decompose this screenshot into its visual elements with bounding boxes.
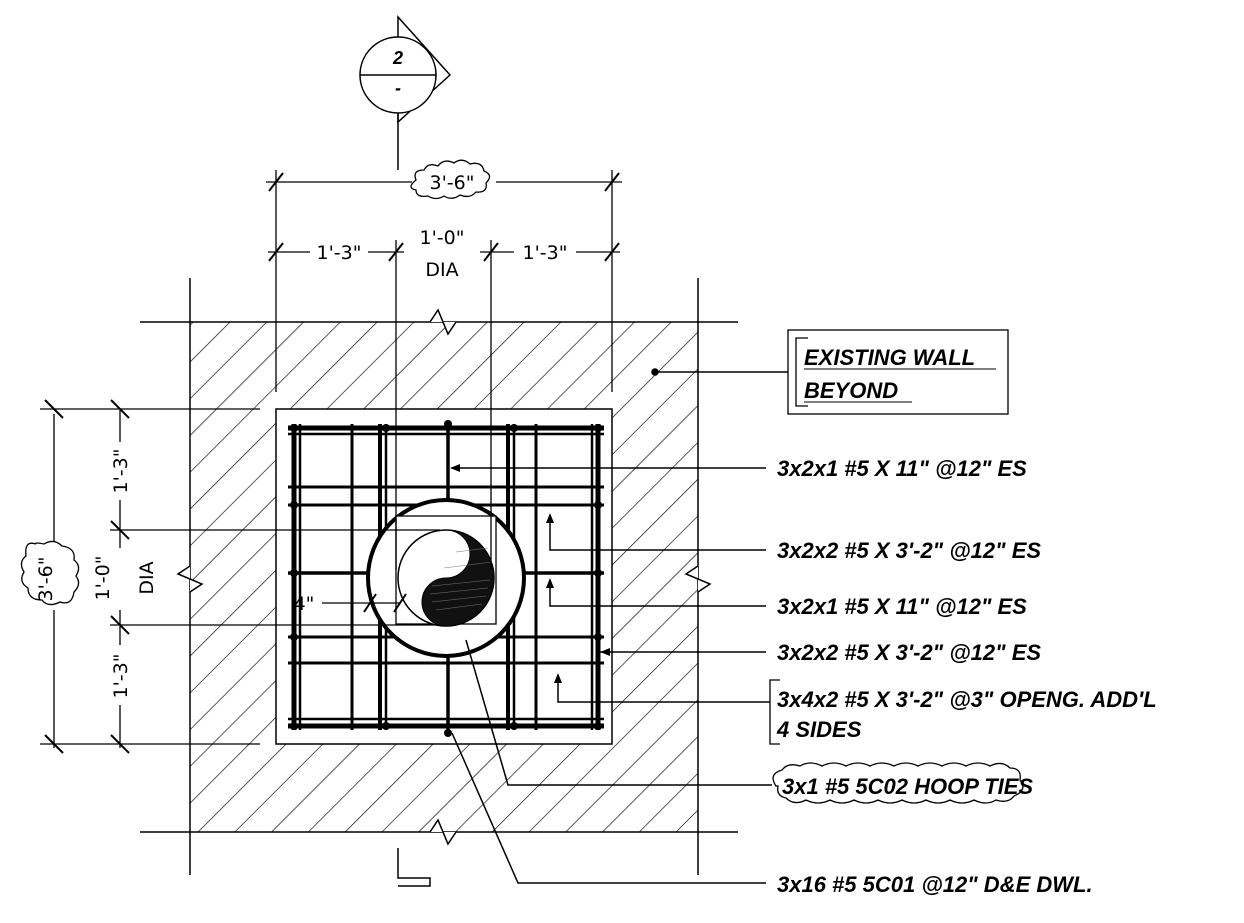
wall-callout-box bbox=[787, 329, 1009, 415]
break-mark-top bbox=[429, 308, 457, 336]
bar1-label: 3x2x1 #5 X 11" @12" ES bbox=[777, 456, 1027, 481]
top-height-label: 1'-3" bbox=[110, 449, 132, 494]
overall-height-label: 3'-6" bbox=[35, 557, 57, 602]
opening-leader bbox=[557, 675, 770, 703]
opening-label-line2: 4 SIDES bbox=[776, 717, 862, 742]
clearance-label: 4" bbox=[294, 593, 315, 615]
left-dimensions bbox=[40, 399, 440, 754]
existing-wall-line2: BEYOND bbox=[804, 378, 898, 403]
pipe-section-fill bbox=[421, 529, 495, 627]
hoop-callout-cloud bbox=[772, 762, 1024, 804]
bar3-label: 3x2x1 #5 X 11" @12" ES bbox=[777, 594, 1027, 619]
center-width-label: 1'-0" bbox=[420, 227, 465, 249]
dim-ticks bbox=[44, 399, 130, 754]
left-width-label: 1'-3" bbox=[317, 242, 362, 264]
bar2-leader bbox=[549, 515, 766, 551]
break-mark-bottom bbox=[429, 818, 457, 846]
wall-hatch bbox=[190, 322, 698, 832]
clearance-tick bbox=[393, 593, 407, 613]
center-width-suffix: DIA bbox=[425, 259, 458, 281]
top-dimensions bbox=[266, 170, 622, 570]
leader-arrowheads bbox=[450, 464, 610, 683]
dim-ticks bbox=[268, 172, 620, 262]
bar3-leader bbox=[549, 580, 766, 607]
dowels-label: 3x16 #5 5C01 @12" D&E DWL. bbox=[777, 872, 1093, 897]
section-sheet: - bbox=[395, 78, 401, 98]
bottom-height-label: 1'-3" bbox=[110, 654, 132, 699]
overall-width-label: 3'-6" bbox=[430, 172, 475, 194]
elevation-tag bbox=[397, 848, 431, 887]
rebar-grid bbox=[288, 420, 604, 737]
bar4-label: 3x2x2 #5 X 3'-2" @12" ES bbox=[777, 640, 1041, 665]
section-number: 2 bbox=[392, 48, 403, 68]
revision-cloud-left bbox=[20, 540, 80, 606]
right-width-label: 1'-3" bbox=[523, 242, 568, 264]
wall-callout-bracket bbox=[795, 337, 808, 407]
bar2-label: 3x2x2 #5 X 3'-2" @12" ES bbox=[777, 538, 1041, 563]
existing-wall-line1: EXISTING WALL bbox=[804, 345, 975, 370]
revision-cloud-top bbox=[410, 159, 491, 200]
hoop-and-pipe bbox=[366, 498, 526, 658]
dowel-leader bbox=[451, 732, 766, 884]
center-height-suffix: DIA bbox=[136, 561, 158, 594]
hoop-leader bbox=[465, 639, 772, 786]
break-mark-right bbox=[684, 565, 712, 593]
hoop-ties-label: 3x1 #5 5C02 HOOP TIES bbox=[782, 774, 1033, 799]
center-height-label: 1'-0" bbox=[92, 556, 114, 601]
opening-callout-bracket bbox=[769, 679, 780, 745]
section-marker: 2 - bbox=[359, 15, 452, 170]
opening-label-line1: 3x4x2 #5 X 3'-2" @3" OPENG. ADD'L bbox=[777, 687, 1157, 712]
existing-wall bbox=[140, 278, 738, 887]
break-mark-left bbox=[176, 565, 204, 593]
pipe-section-texture bbox=[429, 547, 493, 611]
leaders bbox=[450, 368, 790, 884]
clearance-tick bbox=[363, 593, 377, 613]
